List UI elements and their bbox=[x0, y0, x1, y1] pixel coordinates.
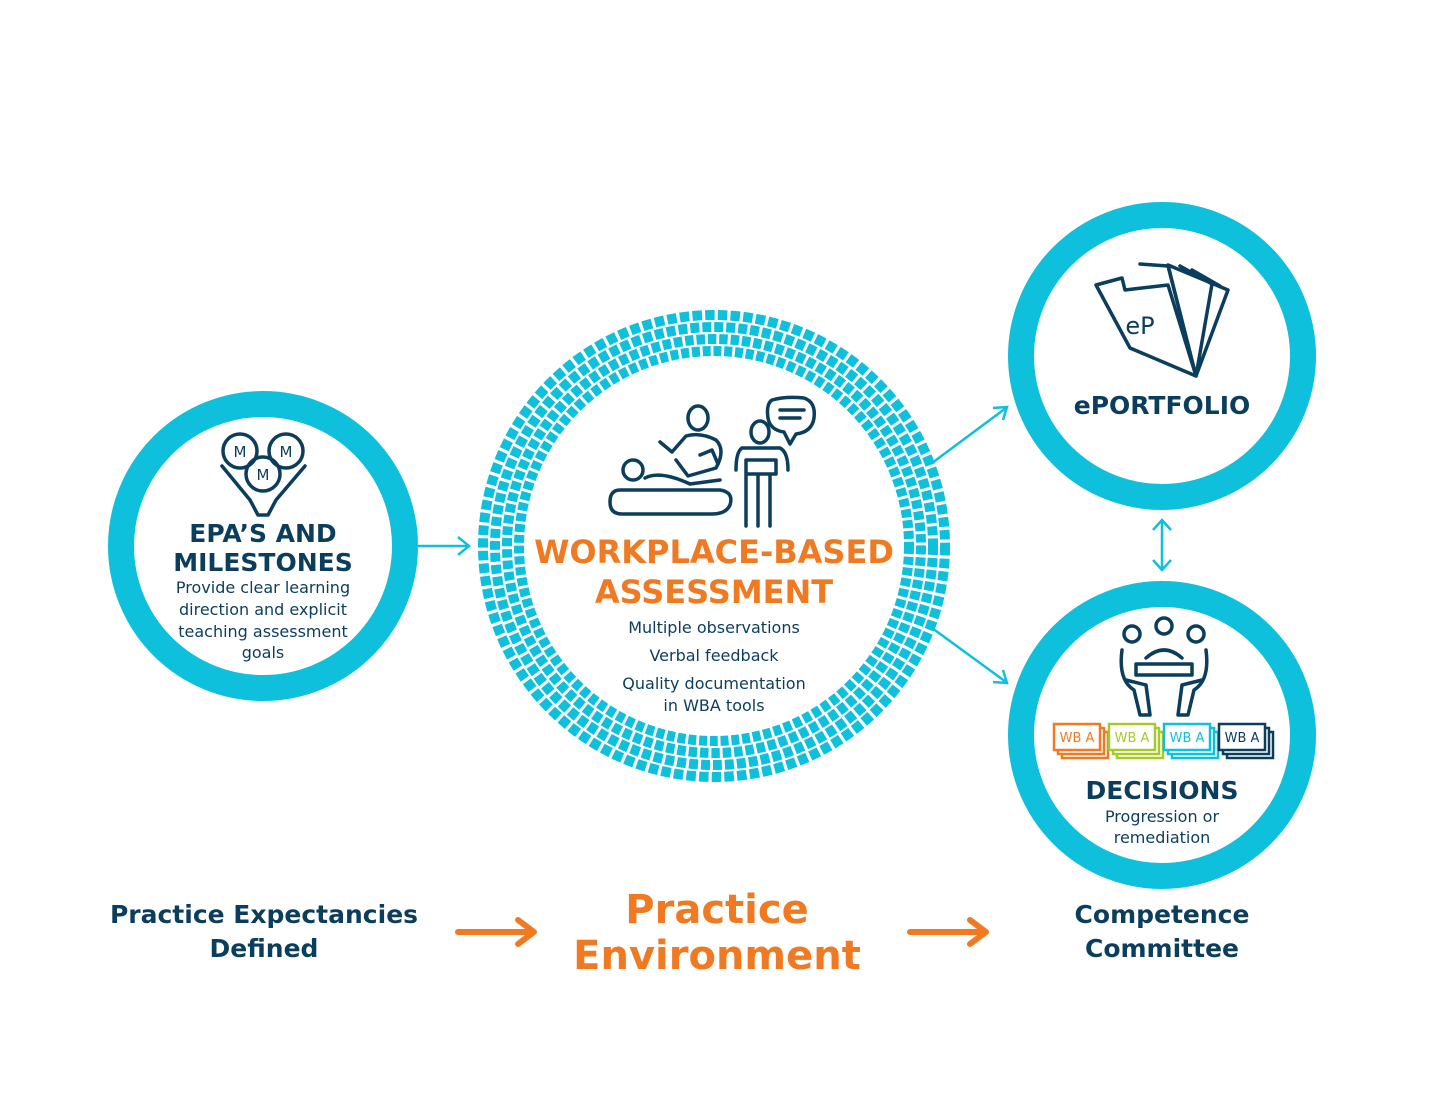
committee-meeting-icon bbox=[1119, 616, 1209, 717]
wba-item-1: Multiple observations bbox=[628, 618, 800, 637]
footer-flow: Practice Expectancies Defined Practice E… bbox=[110, 887, 1249, 979]
wba-cards: WB A WB A WB A WB A bbox=[1052, 722, 1275, 760]
patient-examination-icon bbox=[608, 395, 817, 528]
eportfolio-node: eP ePORTFOLIO bbox=[1008, 202, 1316, 510]
folder-icon: eP bbox=[1094, 262, 1230, 378]
wba-card-navy: WB A bbox=[1217, 722, 1275, 760]
svg-text:M: M bbox=[280, 443, 293, 461]
footer-right-2: Committee bbox=[1085, 934, 1239, 963]
wba-title-2: ASSESSMENT bbox=[595, 573, 833, 611]
footer-right-1: Competence bbox=[1075, 900, 1250, 929]
footer-center-1: Practice bbox=[625, 887, 808, 933]
wba-card-orange: WB A bbox=[1052, 722, 1110, 760]
orange-arrow-2 bbox=[907, 917, 989, 947]
svg-text:WB A: WB A bbox=[1115, 731, 1150, 746]
workplace-based-assessment-node: WORKPLACE-BASED ASSESSMENT Multiple obse… bbox=[478, 310, 950, 782]
svg-text:WB A: WB A bbox=[1060, 731, 1095, 746]
wba-item-3: Quality documentation bbox=[622, 674, 805, 693]
svg-text:M: M bbox=[234, 443, 247, 461]
arrow-wba-to-decisions bbox=[931, 626, 1009, 685]
wba-item-4: in WBA tools bbox=[663, 696, 764, 715]
svg-text:M: M bbox=[257, 466, 270, 484]
arrow-eportfolio-decisions bbox=[1152, 518, 1172, 572]
footer-left-2: Defined bbox=[210, 934, 319, 963]
orange-arrow-1 bbox=[455, 917, 537, 947]
wba-card-cyan: WB A bbox=[1162, 722, 1220, 760]
arrow-wba-to-eportfolio bbox=[931, 405, 1009, 465]
wba-card-lime: WB A bbox=[1107, 722, 1165, 760]
svg-text:eP: eP bbox=[1125, 312, 1154, 340]
epa-milestones-node: M M M EPA’S AND MILESTONES Provide clear… bbox=[108, 391, 418, 701]
epa-desc-1: Provide clear learning bbox=[176, 578, 350, 597]
footer-left-1: Practice Expectancies bbox=[110, 900, 418, 929]
connector-arrows bbox=[418, 405, 1172, 685]
svg-text:WB A: WB A bbox=[1225, 731, 1260, 746]
wba-item-2: Verbal feedback bbox=[649, 646, 779, 665]
decisions-title: DECISIONS bbox=[1086, 776, 1239, 805]
epa-desc-4: goals bbox=[242, 643, 285, 662]
footer-center-2: Environment bbox=[573, 933, 861, 979]
wba-title-1: WORKPLACE-BASED bbox=[534, 533, 894, 571]
milestones-funnel-icon: M M M bbox=[220, 432, 307, 517]
dotted-ring bbox=[478, 310, 950, 782]
epa-title-2: MILESTONES bbox=[173, 548, 353, 577]
decisions-node: WB A WB A WB A WB A DECISIONS Pro bbox=[1008, 581, 1316, 889]
decisions-desc-1: Progression or bbox=[1105, 807, 1220, 826]
svg-text:WB A: WB A bbox=[1170, 731, 1205, 746]
epa-desc-3: teaching assessment bbox=[178, 622, 348, 641]
epa-desc-2: direction and explicit bbox=[179, 600, 347, 619]
epa-title-1: EPA’S AND bbox=[189, 519, 336, 548]
decisions-desc-2: remediation bbox=[1114, 828, 1211, 847]
eportfolio-title: ePORTFOLIO bbox=[1074, 391, 1251, 420]
arrow-epa-to-wba bbox=[418, 536, 471, 556]
